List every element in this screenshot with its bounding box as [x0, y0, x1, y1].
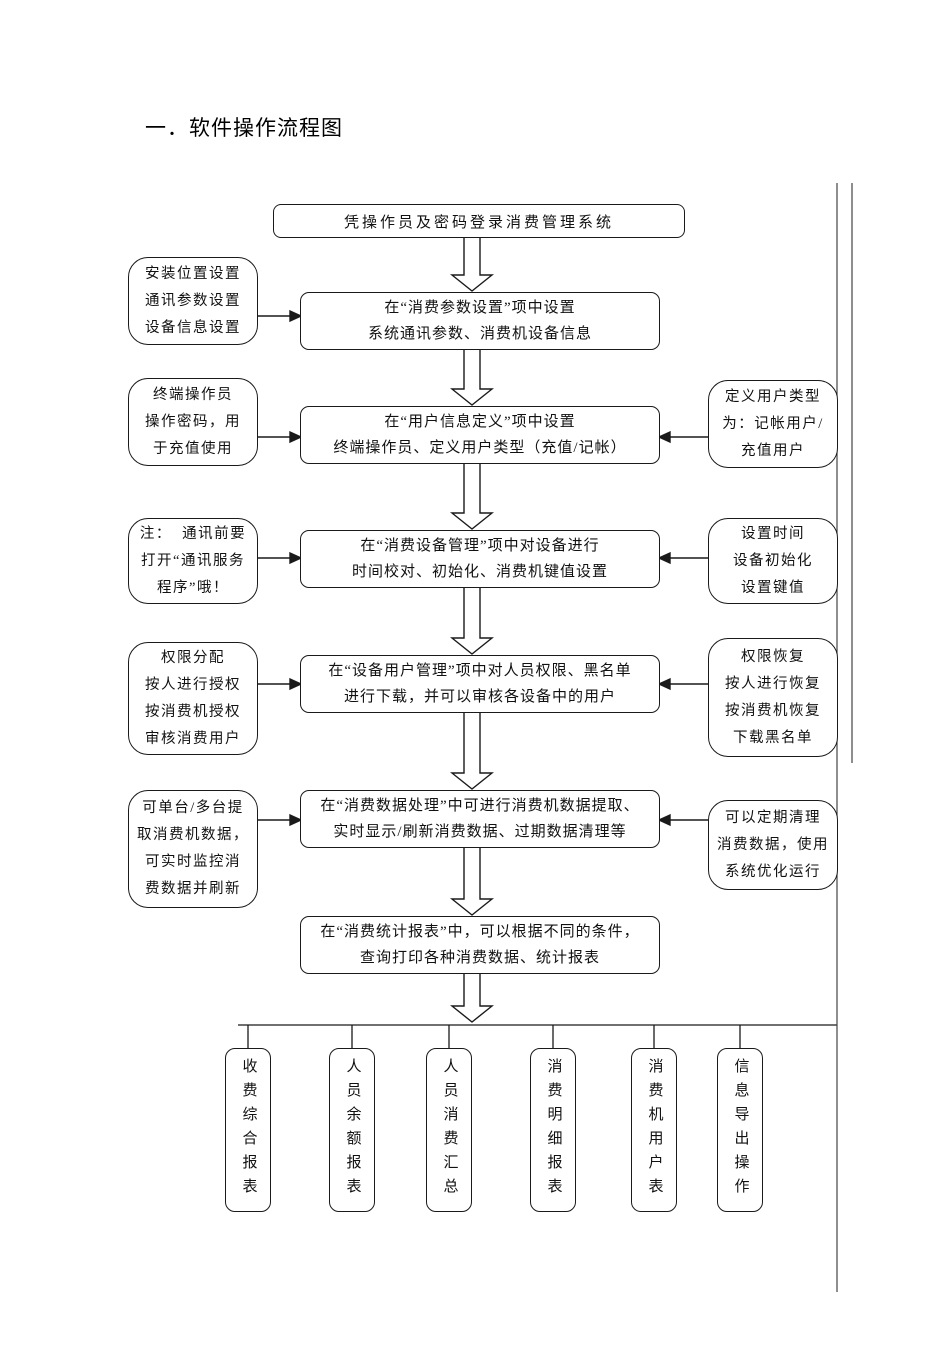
- report-label: 消费明细报表: [545, 1058, 562, 1202]
- branch-connector: [238, 1024, 837, 1050]
- step-box-device-user: 在“设备用户管理”项中对人员权限、黑名单 进行下载，并可以审核各设备中的用户: [300, 655, 660, 713]
- note-user-type: 定义用户类型 为：记帐用户/ 充值用户: [708, 380, 838, 468]
- report-box-machine-user: 消费机用户表: [631, 1048, 677, 1212]
- report-box-info-export: 信息导出操作: [717, 1048, 763, 1212]
- page-border-line: [836, 183, 853, 1292]
- report-label: 人员消费汇总: [441, 1058, 458, 1202]
- report-label: 人员余额报表: [344, 1058, 361, 1202]
- left-arrow-icon: [657, 430, 708, 827]
- report-label: 消费机用户表: [646, 1058, 663, 1202]
- report-box-balance: 人员余额报表: [329, 1048, 375, 1212]
- right-arrow-icon: [256, 309, 303, 827]
- report-box-consume-total: 人员消费汇总: [426, 1048, 472, 1212]
- step-box-data-process: 在“消费数据处理”中可进行消费机数据提取、 实时显示/刷新消费数据、过期数据清理…: [300, 790, 660, 848]
- login-step-box: 凭操作员及密码登录消费管理系统: [273, 204, 685, 238]
- step-box-device-manage: 在“消费设备管理”项中对设备进行 时间校对、初始化、消费机键值设置: [300, 530, 660, 588]
- note-permission-assign: 权限分配 按人进行授权 按消费机授权 审核消费用户: [128, 642, 258, 755]
- note-device-setup: 设置时间 设备初始化 设置键值: [708, 518, 838, 604]
- down-arrow-icon: [450, 235, 494, 1023]
- report-box-consume-detail: 消费明细报表: [530, 1048, 576, 1212]
- report-label: 收费综合报表: [240, 1058, 257, 1202]
- step-box-consume-params: 在“消费参数设置”项中设置 系统通讯参数、消费机设备信息: [300, 292, 660, 350]
- note-install-settings: 安装位置设置 通讯参数设置 设备信息设置: [128, 257, 258, 345]
- note-comm-service: 注： 通讯前要 打开“通讯服务 程序”哦！: [128, 518, 258, 604]
- note-data-extract: 可单台/多台提 取消费机数据， 可实时监控消 费数据并刷新: [128, 790, 258, 908]
- note-permission-restore: 权限恢复 按人进行恢复 按消费机恢复 下载黑名单: [708, 638, 838, 757]
- step-box-report: 在“消费统计报表”中，可以根据不同的条件， 查询打印各种消费数据、统计报表: [300, 916, 660, 974]
- step-box-user-info: 在“用户信息定义”项中设置 终端操作员、定义用户类型（充值/记帐）: [300, 406, 660, 464]
- report-label: 信息导出操作: [732, 1058, 749, 1202]
- page-title: 一．软件操作流程图: [145, 116, 343, 140]
- report-box-fee-summary: 收费综合报表: [225, 1048, 271, 1212]
- note-terminal-operator: 终端操作员 操作密码，用 于充值使用: [128, 378, 258, 466]
- note-data-cleanup: 可以定期清理 消费数据，使用 系统优化运行: [708, 800, 838, 890]
